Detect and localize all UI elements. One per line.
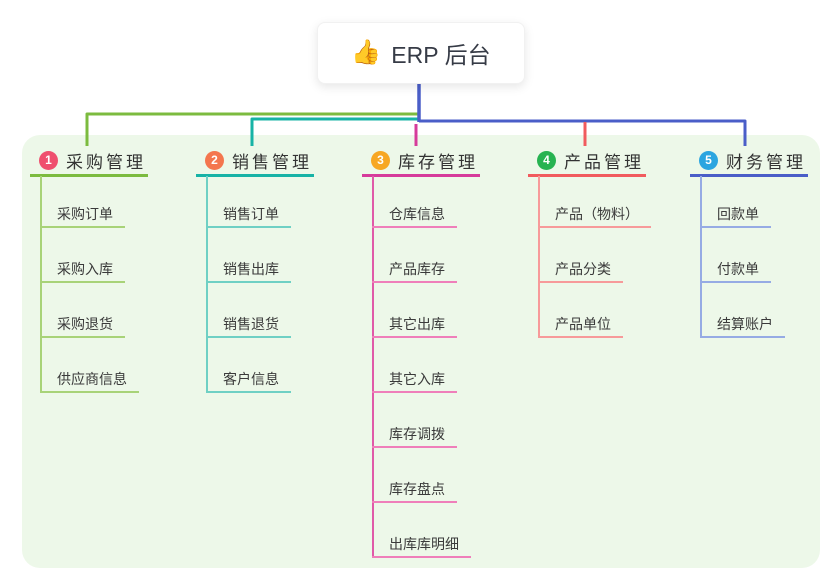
- child-node[interactable]: 产品单位: [538, 312, 623, 338]
- branch-3-label: 库存管理: [398, 152, 478, 172]
- branch-1-spine: [40, 176, 42, 393]
- branch-4-badge: 4: [537, 150, 556, 170]
- child-node[interactable]: 出库库明细: [372, 532, 471, 558]
- child-node[interactable]: 其它入库: [372, 367, 457, 393]
- child-node[interactable]: 产品分类: [538, 257, 623, 283]
- child-node[interactable]: 供应商信息: [40, 367, 139, 393]
- branch-2-label: 销售管理: [232, 152, 312, 172]
- branch-2-column: 2 销售管理 销售订单 销售出库 销售退货 客户信息: [196, 146, 314, 393]
- branch-4-label: 产品管理: [564, 152, 644, 172]
- branch-5-column: 5 财务管理 回款单 付款单 结算账户: [690, 146, 808, 338]
- child-node[interactable]: 采购退货: [40, 312, 125, 338]
- child-node[interactable]: 回款单: [700, 202, 771, 228]
- child-node[interactable]: 付款单: [700, 257, 771, 283]
- branch-4-spine: [538, 176, 540, 338]
- branch-3-spine: [372, 176, 374, 558]
- child-node[interactable]: 库存盘点: [372, 477, 457, 503]
- child-node[interactable]: 采购入库: [40, 257, 125, 283]
- child-node[interactable]: 库存调拨: [372, 422, 457, 448]
- child-node[interactable]: 其它出库: [372, 312, 457, 338]
- branch-5-node[interactable]: 5 财务管理: [690, 146, 808, 177]
- branch-1-node[interactable]: 1 采购管理: [30, 146, 148, 177]
- child-node[interactable]: 销售退货: [206, 312, 291, 338]
- branch-3-badge: 3: [371, 150, 390, 170]
- child-node[interactable]: 结算账户: [700, 312, 785, 338]
- branch-5-badge: 5: [699, 150, 718, 170]
- branch-5-label: 财务管理: [726, 152, 806, 172]
- branch-2-spine: [206, 176, 208, 393]
- child-node[interactable]: 仓库信息: [372, 202, 457, 228]
- mindmap-panel: [22, 135, 820, 568]
- child-node[interactable]: 销售订单: [206, 202, 291, 228]
- child-node[interactable]: 产品库存: [372, 257, 457, 283]
- branch-1-label: 采购管理: [66, 152, 146, 172]
- branch-1-column: 1 采购管理 采购订单 采购入库 采购退货 供应商信息: [30, 146, 148, 393]
- branch-5-spine: [700, 176, 702, 338]
- branch-4-node[interactable]: 4 产品管理: [528, 146, 646, 177]
- thumbs-up-icon: 👍: [351, 39, 382, 66]
- child-node[interactable]: 销售出库: [206, 257, 291, 283]
- branch-2-badge: 2: [205, 150, 224, 170]
- child-node[interactable]: 客户信息: [206, 367, 291, 393]
- root-node-label: ERP 后台: [391, 42, 491, 68]
- branch-4-column: 4 产品管理 产品（物料） 产品分类 产品单位: [528, 146, 651, 338]
- root-node[interactable]: 👍 ERP 后台: [317, 22, 525, 84]
- branch-3-column: 3 库存管理 仓库信息 产品库存 其它出库 其它入库 库存调拨 库存盘点 出库库…: [362, 146, 480, 558]
- child-node[interactable]: 产品（物料）: [538, 202, 651, 228]
- child-node[interactable]: 采购订单: [40, 202, 125, 228]
- branch-2-node[interactable]: 2 销售管理: [196, 146, 314, 177]
- branch-1-badge: 1: [39, 150, 58, 170]
- branch-3-node[interactable]: 3 库存管理: [362, 146, 480, 177]
